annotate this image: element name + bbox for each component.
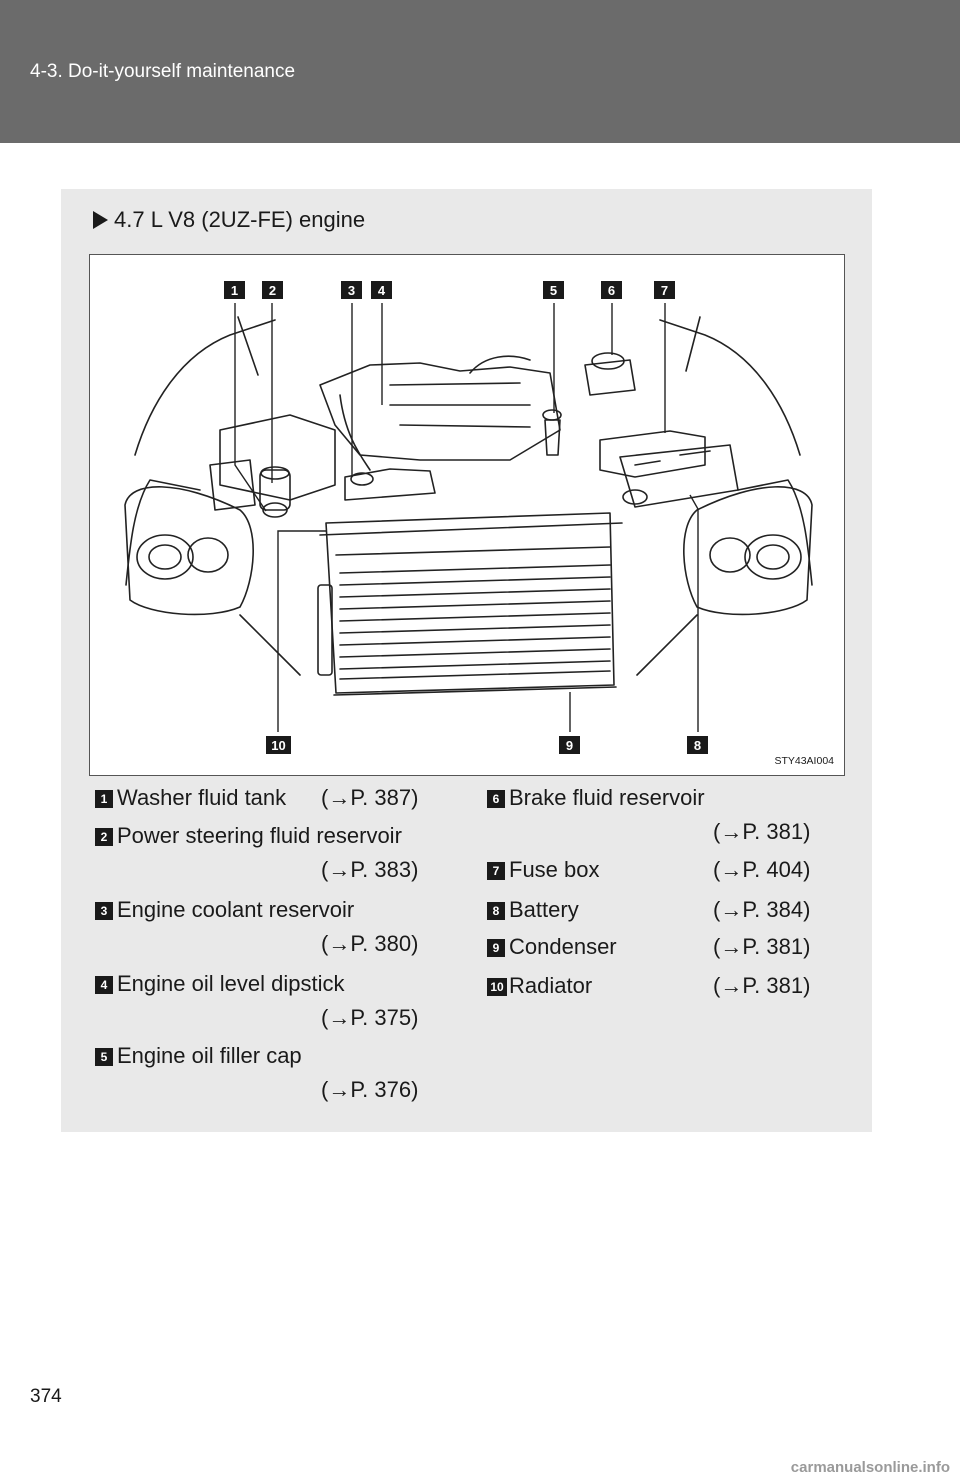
legend-ref: (→P. 376)	[321, 1077, 419, 1102]
legend-badge: 2	[95, 828, 113, 846]
legend-item-radiator: 10 Radiator (→P. 381)	[487, 972, 832, 1004]
legend-item-coolant: 3 Engine coolant reservoir (→P. 380)	[95, 896, 440, 962]
legend-item-fuse-box: 7 Fuse box (→P. 404)	[487, 856, 832, 888]
callout-6: 6	[601, 281, 622, 299]
legend-ref: (→P. 381)	[713, 973, 811, 998]
callout-3: 3	[341, 281, 362, 299]
legend-ref: (→P. 381)	[713, 819, 811, 844]
engine-heading: 4.7 L V8 (2UZ-FE) engine	[93, 207, 365, 233]
callout-8: 8	[687, 736, 708, 754]
legend-label: Washer fluid tank	[117, 785, 287, 810]
legend-label: Condenser	[509, 934, 617, 959]
callout-9: 9	[559, 736, 580, 754]
legend-badge: 7	[487, 862, 505, 880]
triangle-arrow-icon	[93, 211, 108, 229]
legend-item-dipstick: 4 Engine oil level dipstick (→P. 375)	[95, 970, 440, 1036]
callout-10: 10	[266, 736, 291, 754]
legend-badge: 10	[487, 978, 507, 996]
legend-label: Battery	[509, 897, 579, 922]
legend-badge: 4	[95, 976, 113, 994]
callout-1: 1	[224, 281, 245, 299]
legend-item-washer: 1 Washer fluid tank (→P. 387)	[95, 784, 440, 816]
callout-4: 4	[371, 281, 392, 299]
legend-label: Engine coolant reservoir	[117, 897, 355, 922]
legend-label: Power steering fluid reservoir	[117, 823, 402, 848]
legend-ref: (→P. 381)	[713, 934, 811, 959]
legend-label: Brake fluid reservoir	[509, 785, 705, 810]
engine-bay-drawing	[124, 303, 813, 732]
legend-item-condenser: 9 Condenser (→P. 381)	[487, 933, 832, 965]
legend-ref: (→P. 375)	[321, 1005, 419, 1030]
legend-label: Radiator	[509, 973, 593, 998]
legend-label: Engine oil filler cap	[117, 1043, 302, 1068]
legend-ref: (→P. 384)	[713, 897, 811, 922]
engine-illustration: 1 2 3 4 5 6 7 10 9 8 STY43AI004	[89, 254, 845, 776]
legend-badge: 3	[95, 902, 113, 920]
legend-badge: 9	[487, 939, 505, 957]
legend-ref: (→P. 404)	[713, 857, 811, 882]
page-number: 374	[30, 1386, 62, 1407]
legend-item-battery: 8 Battery (→P. 384)	[487, 896, 832, 928]
header-bar: 4-3. Do-it-yourself maintenance	[0, 0, 960, 143]
legend-label: Fuse box	[509, 857, 600, 882]
legend-badge: 8	[487, 902, 505, 920]
legend-item-brake-fluid: 6 Brake fluid reservoir (→P. 381)	[487, 784, 832, 850]
figure-code: STY43AI004	[774, 755, 834, 767]
legend-badge: 5	[95, 1048, 113, 1066]
callout-7: 7	[654, 281, 675, 299]
watermark[interactable]: carmanualsonline.info	[790, 1459, 950, 1476]
engine-heading-text: 4.7 L V8 (2UZ-FE) engine	[114, 207, 366, 232]
callout-2: 2	[262, 281, 283, 299]
section-title: 4-3. Do-it-yourself maintenance	[30, 61, 296, 82]
legend-ref: (→P. 383)	[321, 857, 419, 882]
legend-ref: (→P. 387)	[321, 785, 419, 810]
legend-item-power-steering: 2 Power steering fluid reservoir (→P. 38…	[95, 822, 455, 888]
legend-item-filler-cap: 5 Engine oil filler cap (→P. 376)	[95, 1042, 440, 1108]
legend-badge: 6	[487, 790, 505, 808]
callout-5: 5	[543, 281, 564, 299]
legend-label: Engine oil level dipstick	[117, 971, 345, 996]
legend-badge: 1	[95, 790, 113, 808]
legend-ref: (→P. 380)	[321, 931, 419, 956]
